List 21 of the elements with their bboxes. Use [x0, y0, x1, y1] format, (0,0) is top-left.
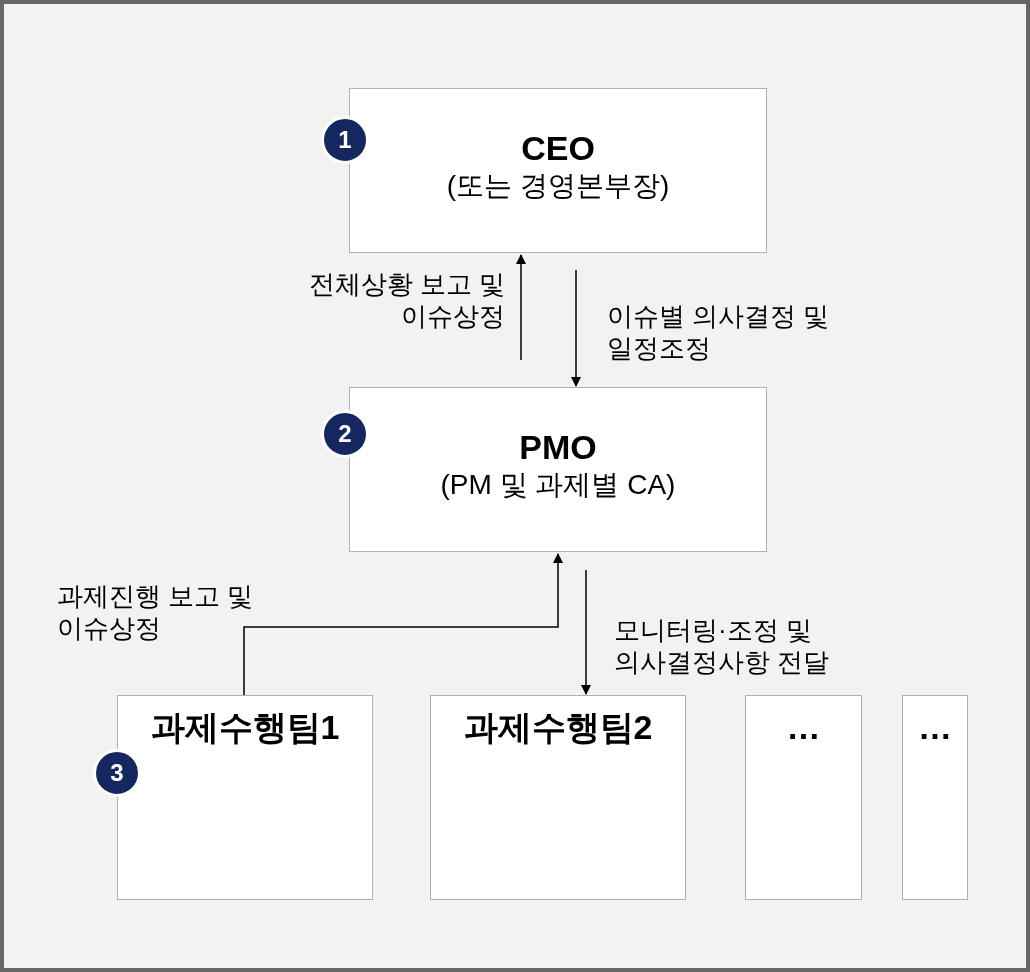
box-title: PMO	[518, 427, 598, 468]
arrow	[243, 553, 563, 696]
edge-label: 이슈별 의사결정 및 일정조정	[607, 300, 831, 364]
edge-label: 과제진행 보고 및 이슈상정	[57, 580, 255, 644]
box-subtitle: (또는 경영본부장)	[445, 169, 671, 203]
box-title: …	[785, 707, 822, 748]
box-title: …	[917, 707, 953, 748]
arrow	[571, 269, 581, 387]
box-title: 과제수행팀1	[149, 707, 341, 748]
process-box	[349, 88, 767, 253]
process-box	[430, 695, 686, 900]
box-subtitle: (PM 및 과제별 CA)	[439, 468, 677, 502]
process-box	[902, 695, 968, 900]
arrow	[516, 254, 526, 361]
box-title: CEO	[520, 128, 596, 169]
edge-label: 모니터링·조정 및 의사결정사항 전달	[614, 614, 831, 678]
process-box	[349, 387, 767, 552]
edge-label: 전체상황 보고 및 이슈상정	[307, 268, 505, 332]
process-box	[745, 695, 862, 900]
box-title: 과제수행팀2	[462, 707, 654, 748]
arrow	[581, 569, 591, 695]
